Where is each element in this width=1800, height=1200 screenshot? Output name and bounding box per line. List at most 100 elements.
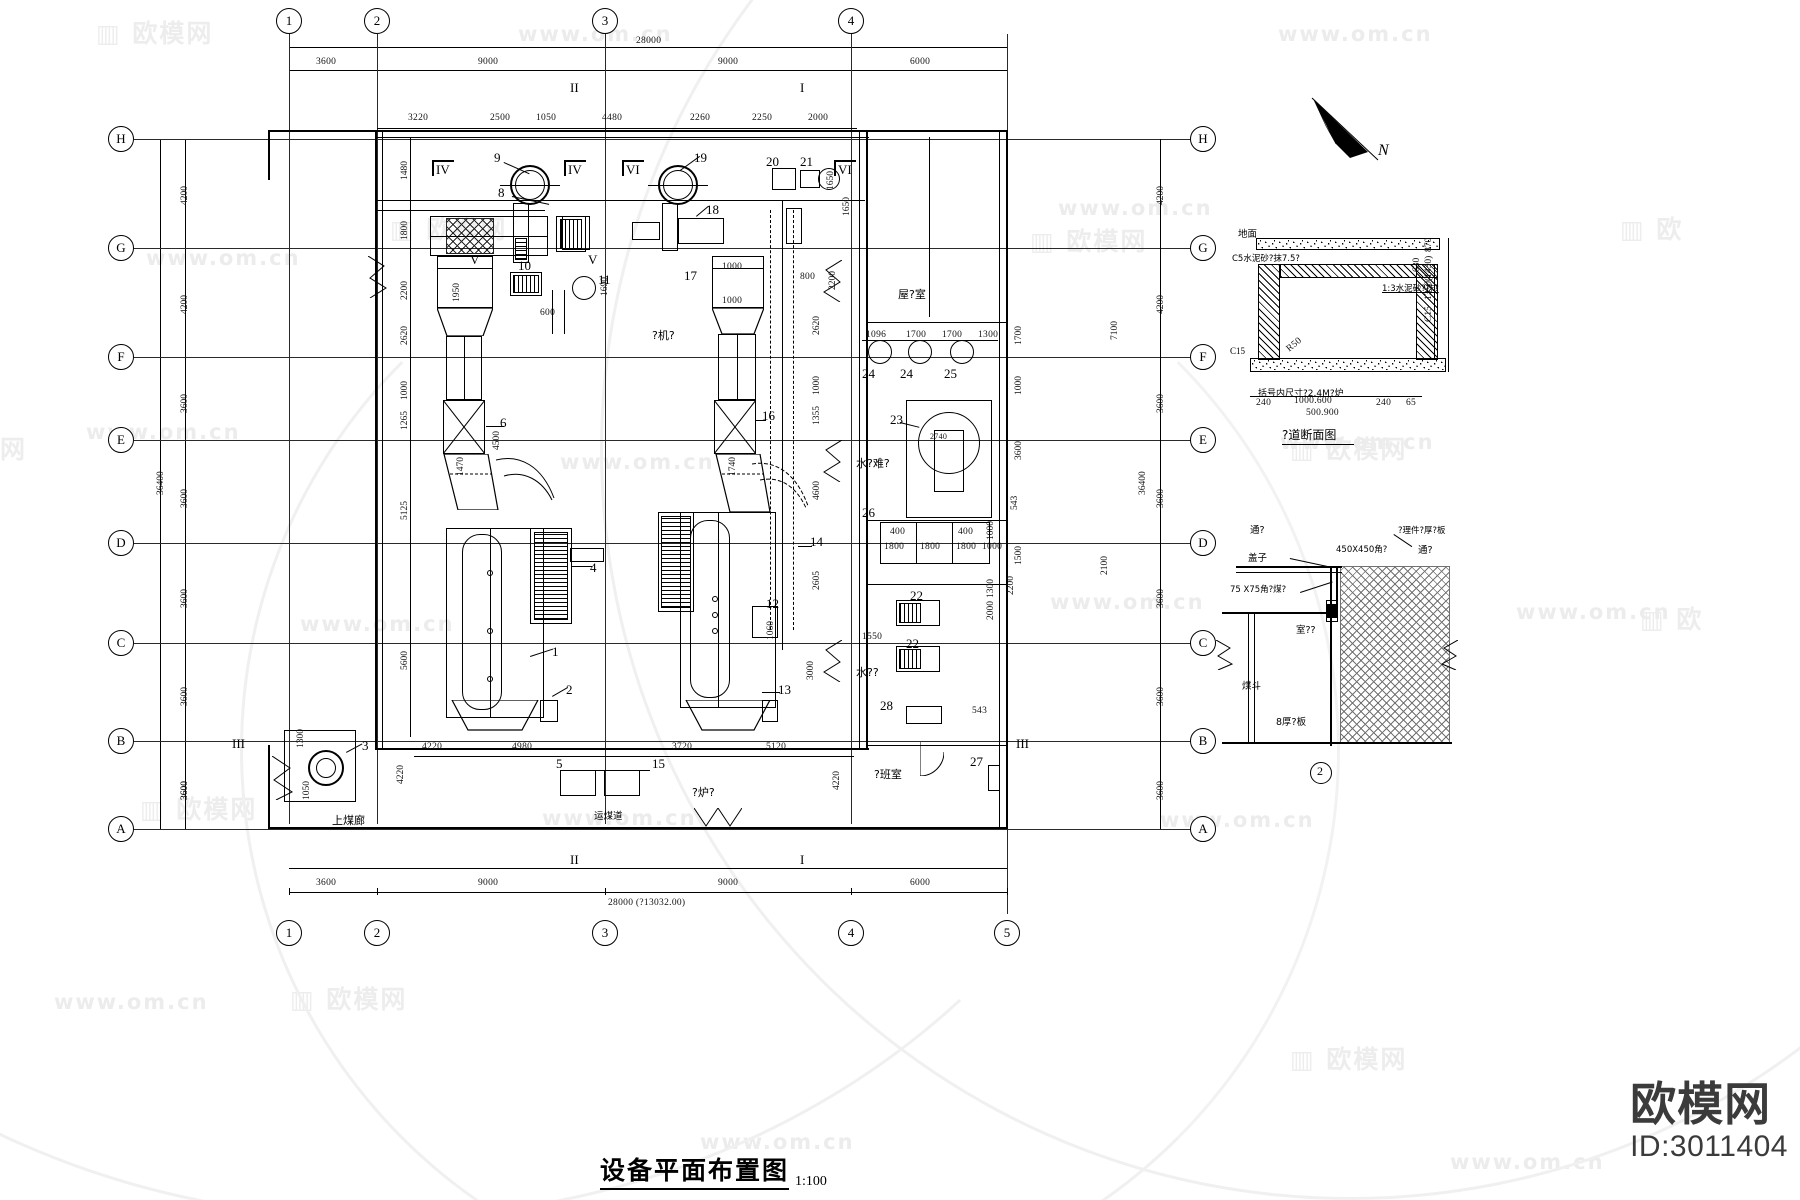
grid-line-1 — [289, 34, 290, 824]
bottom-overall-dim: 28000 (?13032.00) — [608, 898, 686, 908]
equipment-tag-3: 3 — [362, 738, 369, 753]
equipment-hopper-transition — [440, 453, 500, 511]
grid-line-H — [134, 139, 1204, 140]
left-span-dim-6: 3600 — [180, 687, 190, 706]
boiler13-port-2 — [712, 612, 718, 618]
detail2-note-hopper: 煤斗 — [1242, 681, 1262, 692]
detail1-note-bracket: 括号内尺寸?2.4M?炉 — [1258, 389, 1344, 399]
grid-bubble-left-D: D — [108, 530, 134, 556]
compass-label-north: N — [1378, 142, 1389, 159]
right-span-dim-3: 3600 — [1156, 394, 1166, 413]
partition-v-mid — [782, 200, 783, 650]
watermark-url-3: www.om.cn — [146, 246, 301, 270]
partition-dash-1 — [770, 210, 771, 630]
watermark-url-8: www.om.cn — [1050, 590, 1205, 614]
dim-600: 600 — [540, 308, 556, 318]
grid-bubble-left-H: H — [108, 126, 134, 152]
left-span-dim-5: 3600 — [180, 589, 190, 608]
equipment-pump-22a — [896, 600, 940, 626]
north-arrow — [1306, 96, 1392, 172]
dim-tick — [851, 888, 852, 895]
dim-2620-r: 2620 — [812, 316, 822, 335]
equipment-25 — [950, 340, 974, 364]
partition-h-3 — [866, 584, 1006, 585]
watermark-logo-8: ▥ 欧模网 — [290, 985, 408, 1014]
dim-tick — [1007, 888, 1008, 895]
partition-corridor — [929, 137, 930, 317]
equipment-boiler-body-13 — [680, 512, 776, 708]
detail2-note-cover: 盖子 — [1248, 553, 1268, 564]
grid-bubble-left-B: B — [108, 728, 134, 754]
watermark-url-12: www.om.cn — [54, 990, 209, 1014]
detail2-shelf — [1222, 612, 1338, 614]
equipment-tag-2: 2 — [566, 682, 573, 697]
partition-dash-2 — [793, 210, 794, 630]
right-dim-line — [1160, 139, 1161, 829]
equipment-pump-11 — [572, 276, 596, 300]
equipment-tag-20: 20 — [766, 154, 779, 169]
equipment-branch-duct — [495, 454, 560, 502]
building-wall-left-inner — [382, 130, 383, 750]
top-span-dim-2: 9000 — [478, 57, 499, 67]
equipment-tag-4: 4 — [590, 560, 597, 575]
equipment-grate-13 — [658, 512, 694, 612]
top-span-dim-1: 3600 — [316, 57, 337, 67]
equipment-tag-23: 23 — [890, 412, 903, 427]
pump-dim-line2 — [564, 290, 565, 334]
detail1-label-C15: C15 — [1230, 346, 1246, 356]
detail1-dim-300: 870 — [1424, 237, 1434, 252]
inner-top-dim-1: 3220 — [408, 113, 429, 123]
detail1-dim-65: 65 — [1406, 398, 1417, 408]
sec-bracket — [622, 160, 644, 162]
dim-1060: 1060 — [766, 621, 776, 640]
grid-line-4 — [851, 34, 852, 824]
right-span-dim-6: 3600 — [1156, 687, 1166, 706]
plant-outline-right-inner — [999, 130, 1000, 829]
inner-left-dim-6: 1265 — [400, 411, 410, 430]
equipment-26-bank — [880, 522, 990, 564]
equip20-axis — [766, 200, 852, 201]
detail2-break-right — [1440, 639, 1459, 671]
dim-564: 543 — [1010, 495, 1020, 510]
drawing-scale: 1:100 — [795, 1174, 827, 1189]
watermark-logo-1: ▥ 欧模网 — [96, 19, 214, 48]
detail1-dim-1000600: 1000.600 — [1294, 396, 1333, 406]
watermark-url-2: www.om.cn — [1278, 22, 1433, 46]
outbuilding-coal-corridor — [284, 730, 356, 802]
dim-tick — [605, 888, 606, 895]
detail2-left-v — [1248, 612, 1249, 742]
grid-bubble-bottom-3: 3 — [592, 920, 618, 946]
dim-1000-a: 1000 — [722, 262, 743, 272]
grid-bubble-bottom-1: 1 — [276, 920, 302, 946]
duct-hatch-7 — [446, 218, 494, 254]
watermark-logo-7: ▥ 欧模网 — [1290, 1045, 1408, 1074]
watermark-url-15: www.om.cn — [560, 450, 715, 474]
inner-top-dim-5: 2260 — [690, 113, 711, 123]
top-span-dim-3: 9000 — [718, 57, 739, 67]
equipment-tag-14: 14 — [810, 534, 823, 549]
grid-bubble-left-A: A — [108, 816, 134, 842]
dim-400-b: 400 — [958, 527, 974, 537]
equipment-shaft-8 — [513, 203, 529, 263]
detail1-dim-100: 1350(1430) — [1424, 255, 1434, 300]
detail1-dim-240b: 240 — [1376, 398, 1392, 408]
room-label-water-pump: 水?? — [856, 666, 879, 679]
dim-3600-r: 3600 — [1014, 441, 1024, 460]
equipment-tag-27: 27 — [970, 754, 983, 769]
equipment-stack-top — [437, 256, 493, 308]
detail2-callout-bubble — [1310, 762, 1332, 784]
pipe-center — [464, 336, 465, 400]
partition-h-4 — [866, 745, 1006, 746]
plant-outline-right — [1006, 130, 1008, 829]
inner-bottom-dim-3: 3720 — [672, 742, 693, 752]
section-mark-V-1: V — [470, 252, 480, 267]
stack-taper — [436, 307, 494, 337]
grid-line-E — [134, 440, 1204, 441]
equipment-duct-18b — [678, 218, 724, 244]
section-mark-III-left: III — [232, 736, 245, 751]
detail2-wall-hatch — [1340, 566, 1450, 744]
dim-1950: 1950 — [452, 283, 462, 302]
inner-left-dim-8: 5600 — [400, 651, 410, 670]
leader-13 — [762, 692, 780, 693]
